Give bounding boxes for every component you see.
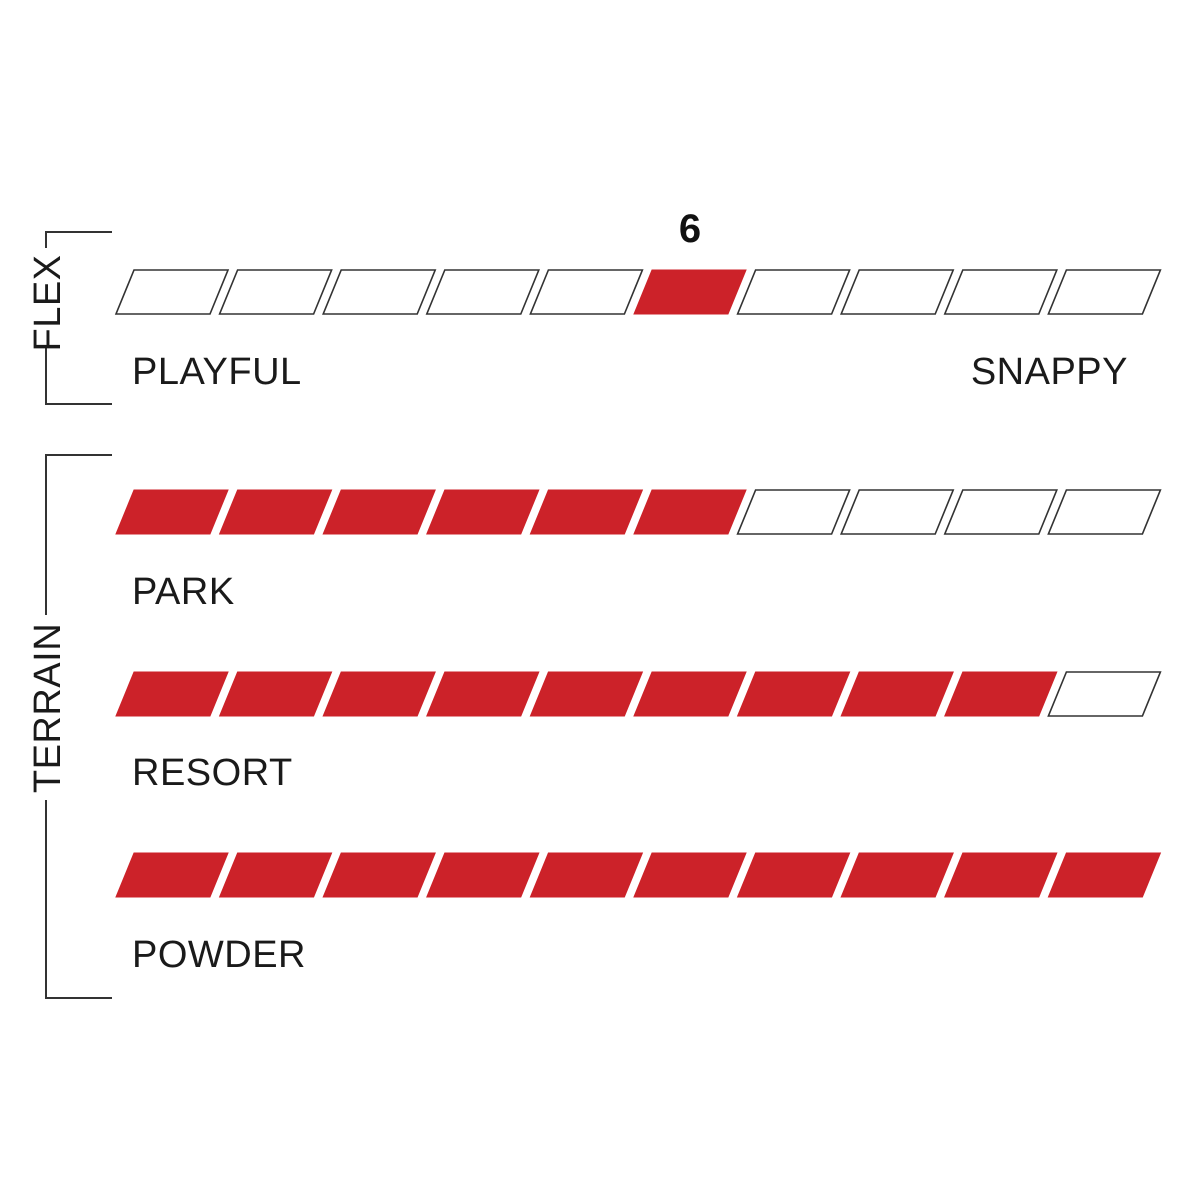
resort-segment-4-filled: [426, 671, 540, 717]
park-segment-8-empty: [840, 489, 955, 535]
powder-segment-7-filled: [736, 852, 851, 898]
flex-segment-1-empty: [114, 269, 230, 315]
resort-segment-2-filled: [218, 671, 333, 717]
flex-value-label: 6: [679, 207, 701, 251]
park-segment-3-filled: [322, 489, 436, 535]
powder-label: POWDER: [132, 934, 306, 976]
resort-segment-8-filled: [840, 671, 954, 717]
flex-scale: [114, 269, 1162, 315]
resort-label: RESORT: [132, 752, 293, 794]
resort-segment-3-filled: [322, 671, 436, 717]
flex-segment-3-empty: [322, 269, 437, 315]
flex-right-label: SNAPPY: [971, 351, 1128, 393]
flex-segment-7-empty: [736, 269, 851, 315]
flex-segment-6-filled: [633, 269, 747, 315]
resort-scale: [115, 671, 1162, 717]
flex-segment-9-empty: [943, 269, 1058, 315]
powder-segment-5-filled: [529, 852, 644, 898]
park-segment-2-filled: [218, 489, 333, 535]
park-segment-6-filled: [633, 489, 747, 535]
park-label: PARK: [132, 571, 235, 613]
resort-segment-10-empty: [1047, 671, 1162, 717]
terrain-group: TERRAIN PARK RESORT POWDER: [27, 454, 1162, 999]
flex-segment-8-empty: [840, 269, 955, 315]
resort-segment-5-filled: [529, 671, 644, 717]
flex-segment-4-empty: [425, 269, 540, 315]
park-segment-5-filled: [529, 489, 644, 535]
powder-segment-4-filled: [426, 852, 540, 898]
terrain-bracket: [45, 454, 112, 999]
terrain-group-label: TERRAIN: [27, 623, 69, 793]
resort-segment-6-filled: [633, 671, 747, 717]
park-segment-9-empty: [943, 489, 1058, 535]
park-segment-7-empty: [736, 489, 851, 535]
resort-segment-7-filled: [736, 671, 851, 717]
flex-segment-5-empty: [529, 269, 644, 315]
flex-segment-2-empty: [218, 269, 333, 315]
powder-segment-3-filled: [322, 852, 436, 898]
park-scale: [115, 489, 1162, 535]
powder-segment-6-filled: [633, 852, 747, 898]
flex-group-label: FLEX: [27, 254, 69, 351]
resort-segment-9-filled: [944, 671, 1058, 717]
powder-segment-2-filled: [218, 852, 333, 898]
flex-segment-10-empty: [1047, 269, 1162, 315]
resort-segment-1-filled: [115, 671, 229, 717]
flex-bracket: [45, 231, 112, 405]
park-segment-10-empty: [1047, 489, 1162, 535]
powder-scale: [115, 852, 1162, 898]
flex-group: FLEX 6 PLAYFUL SNAPPY: [27, 207, 1162, 405]
flex-left-label: PLAYFUL: [132, 351, 302, 393]
powder-segment-10-filled: [1047, 852, 1162, 898]
powder-segment-1-filled: [115, 852, 229, 898]
powder-segment-8-filled: [840, 852, 954, 898]
park-segment-4-filled: [426, 489, 540, 535]
powder-segment-9-filled: [944, 852, 1058, 898]
park-segment-1-filled: [115, 489, 229, 535]
